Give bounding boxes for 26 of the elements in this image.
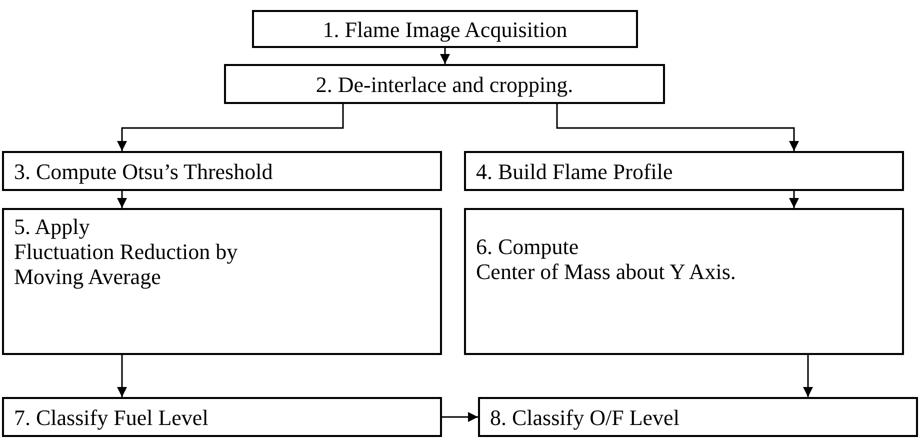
arrow bbox=[803, 355, 813, 397]
arrow bbox=[442, 412, 478, 422]
process-box bbox=[2, 397, 442, 437]
arrow bbox=[789, 191, 799, 208]
arrow bbox=[117, 104, 344, 151]
arrow bbox=[440, 48, 450, 64]
process-box bbox=[224, 64, 665, 104]
step-text: 4. Build Flame Profile bbox=[476, 158, 673, 184]
process-box bbox=[2, 208, 442, 355]
arrow bbox=[556, 104, 799, 151]
step-text: 8. Classify O/F Level bbox=[490, 404, 680, 430]
step-text: 2. De-interlace and cropping. bbox=[316, 72, 574, 96]
process-box bbox=[478, 397, 918, 437]
step-text: 6. Compute bbox=[476, 234, 579, 259]
arrow bbox=[117, 355, 127, 397]
process-box bbox=[464, 151, 904, 191]
step-text: Center of Mass about Y Axis. bbox=[476, 259, 737, 284]
process-box bbox=[464, 208, 904, 355]
arrow bbox=[117, 191, 127, 208]
step-text: 7. Classify Fuel Level bbox=[14, 404, 208, 430]
step-text: 1. Flame Image Acquisition bbox=[322, 16, 568, 42]
step-text: 3. Compute Otsu’s Threshold bbox=[14, 158, 273, 184]
process-box bbox=[252, 10, 638, 48]
step-text: 5. Apply bbox=[14, 214, 90, 239]
process-box bbox=[2, 151, 442, 191]
step-text: Fluctuation Reduction by Moving Average bbox=[14, 239, 239, 289]
